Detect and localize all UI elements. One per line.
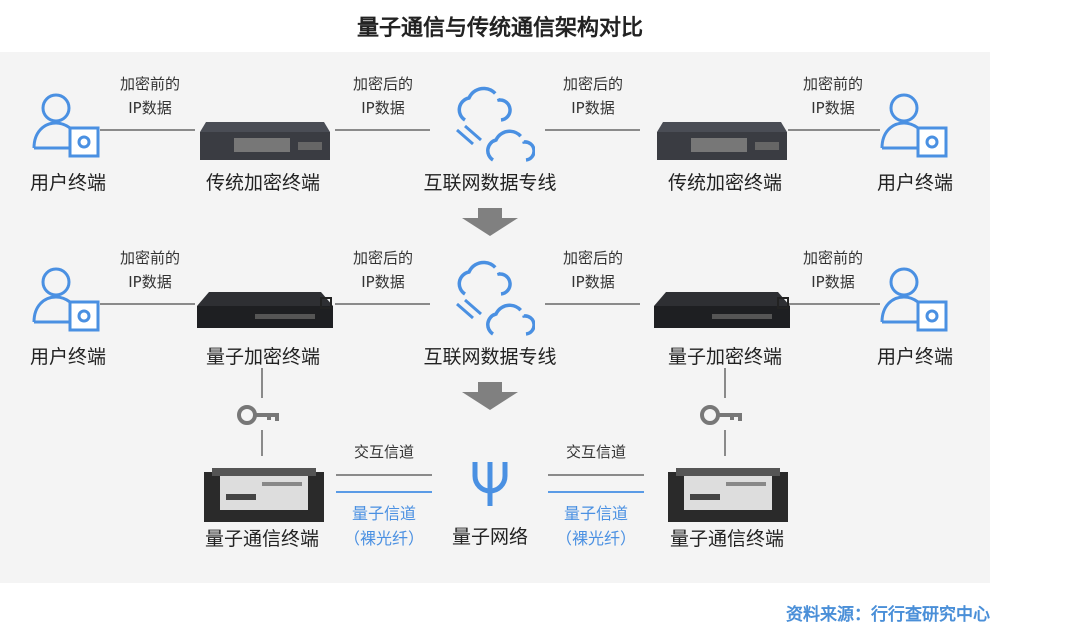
quantum-terminal-label: 量子通信终端 <box>204 528 320 550</box>
encryption-terminal-label: 传统加密终端 <box>205 172 321 194</box>
cloud-icon <box>445 256 536 344</box>
user-terminal-label: 用户终端 <box>876 346 954 368</box>
connection-line <box>335 129 430 131</box>
quantum-terminal-device <box>668 468 788 522</box>
user-terminal-label: 用户终端 <box>876 172 954 194</box>
interaction-channel-label: 交互信道 <box>353 443 415 461</box>
quantum-terminal-device <box>204 468 324 522</box>
key-icon <box>237 405 279 425</box>
quantum-terminal-label: 量子通信终端 <box>669 528 785 550</box>
fiber-label: （裸光纤） <box>555 529 637 548</box>
interaction-channel-line <box>336 474 432 476</box>
encryption-terminal-label: 传统加密终端 <box>667 172 783 194</box>
traditional-encryption-device <box>198 120 332 166</box>
connection-line <box>100 303 195 305</box>
user-terminal-icon <box>878 88 950 164</box>
quantum-encryption-device <box>652 290 792 342</box>
connection-line <box>788 303 880 305</box>
key-icon <box>700 405 742 425</box>
internet-line-label: 互联网数据专线 <box>423 172 557 194</box>
quantum-channel-label: 量子信道 <box>351 504 417 523</box>
user-terminal-icon <box>30 88 102 164</box>
interaction-channel-line <box>548 474 644 476</box>
user-terminal-icon <box>878 262 950 338</box>
connection-line <box>100 129 195 131</box>
connection-line <box>788 129 880 131</box>
encryption-terminal-label: 量子加密终端 <box>205 346 321 368</box>
connection-line <box>545 129 640 131</box>
quantum-channel-line <box>548 491 644 493</box>
quantum-channel-line <box>336 491 432 493</box>
encryption-terminal-label: 量子加密终端 <box>667 346 783 368</box>
cloud-icon <box>445 82 536 170</box>
connector <box>261 430 263 456</box>
down-arrow-icon <box>462 208 518 236</box>
down-arrow-icon <box>462 382 518 410</box>
connector <box>724 430 726 456</box>
connection-line <box>545 303 640 305</box>
user-terminal-label: 用户终端 <box>29 172 107 194</box>
quantum-encryption-device <box>195 290 335 342</box>
interaction-channel-label: 交互信道 <box>565 443 627 461</box>
user-terminal-label: 用户终端 <box>29 346 107 368</box>
connector <box>724 368 726 398</box>
quantum-channel-label: 量子信道 <box>563 504 629 523</box>
connector <box>261 368 263 398</box>
user-terminal-icon <box>30 262 102 338</box>
page-title: 量子通信与传统通信架构对比 <box>356 16 644 41</box>
fiber-label: （裸光纤） <box>343 529 425 548</box>
psi-quantum-icon <box>472 462 508 506</box>
source-note: 资料来源：行行查研究中心 <box>786 605 990 625</box>
internet-line-label: 互联网数据专线 <box>423 346 557 368</box>
traditional-encryption-device <box>655 120 789 166</box>
quantum-network-label: 量子网络 <box>451 526 529 548</box>
connection-line <box>335 303 430 305</box>
